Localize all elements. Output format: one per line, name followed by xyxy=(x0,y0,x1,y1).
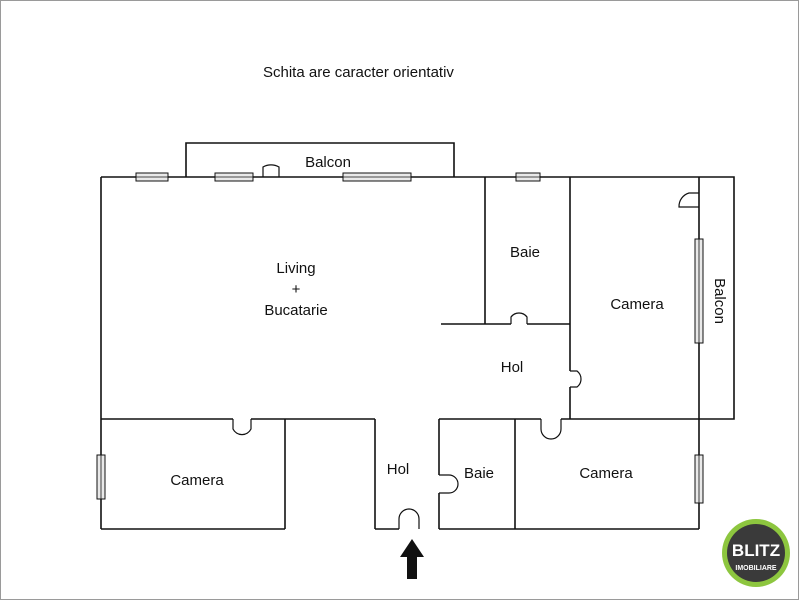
doors xyxy=(232,164,699,529)
blitz-logo: BLITZ IMOBILIARE xyxy=(722,519,790,587)
logo-sub-text: IMOBILIARE xyxy=(735,565,777,572)
logo-brand-text: BLITZ xyxy=(732,541,780,560)
windows xyxy=(96,172,704,504)
arrow-up-icon xyxy=(400,539,424,579)
room-label-camera-bottom: Camera xyxy=(579,465,633,482)
balcony-top-outline xyxy=(185,142,455,177)
room-label-balcon-right: Balcon xyxy=(711,278,728,324)
room-label-camera-left: Camera xyxy=(170,472,224,489)
room-label-balcon-top: Balcon xyxy=(305,154,351,171)
room-label-living-plus: + xyxy=(292,281,301,298)
room-label-bucatarie: Bucatarie xyxy=(264,302,327,319)
room-label-baie-bottom: Baie xyxy=(464,465,494,482)
room-label-living: Living xyxy=(276,260,315,277)
room-label-hol-upper: Hol xyxy=(501,359,524,376)
interior-walls xyxy=(101,177,699,529)
balcony-right-outline xyxy=(699,176,735,420)
room-label-baie-top: Baie xyxy=(510,244,540,261)
disclaimer-note: Schita are caracter orientativ xyxy=(263,64,454,81)
room-label-hol-lower: Hol xyxy=(387,461,410,478)
room-label-camera-right: Camera xyxy=(610,296,664,313)
